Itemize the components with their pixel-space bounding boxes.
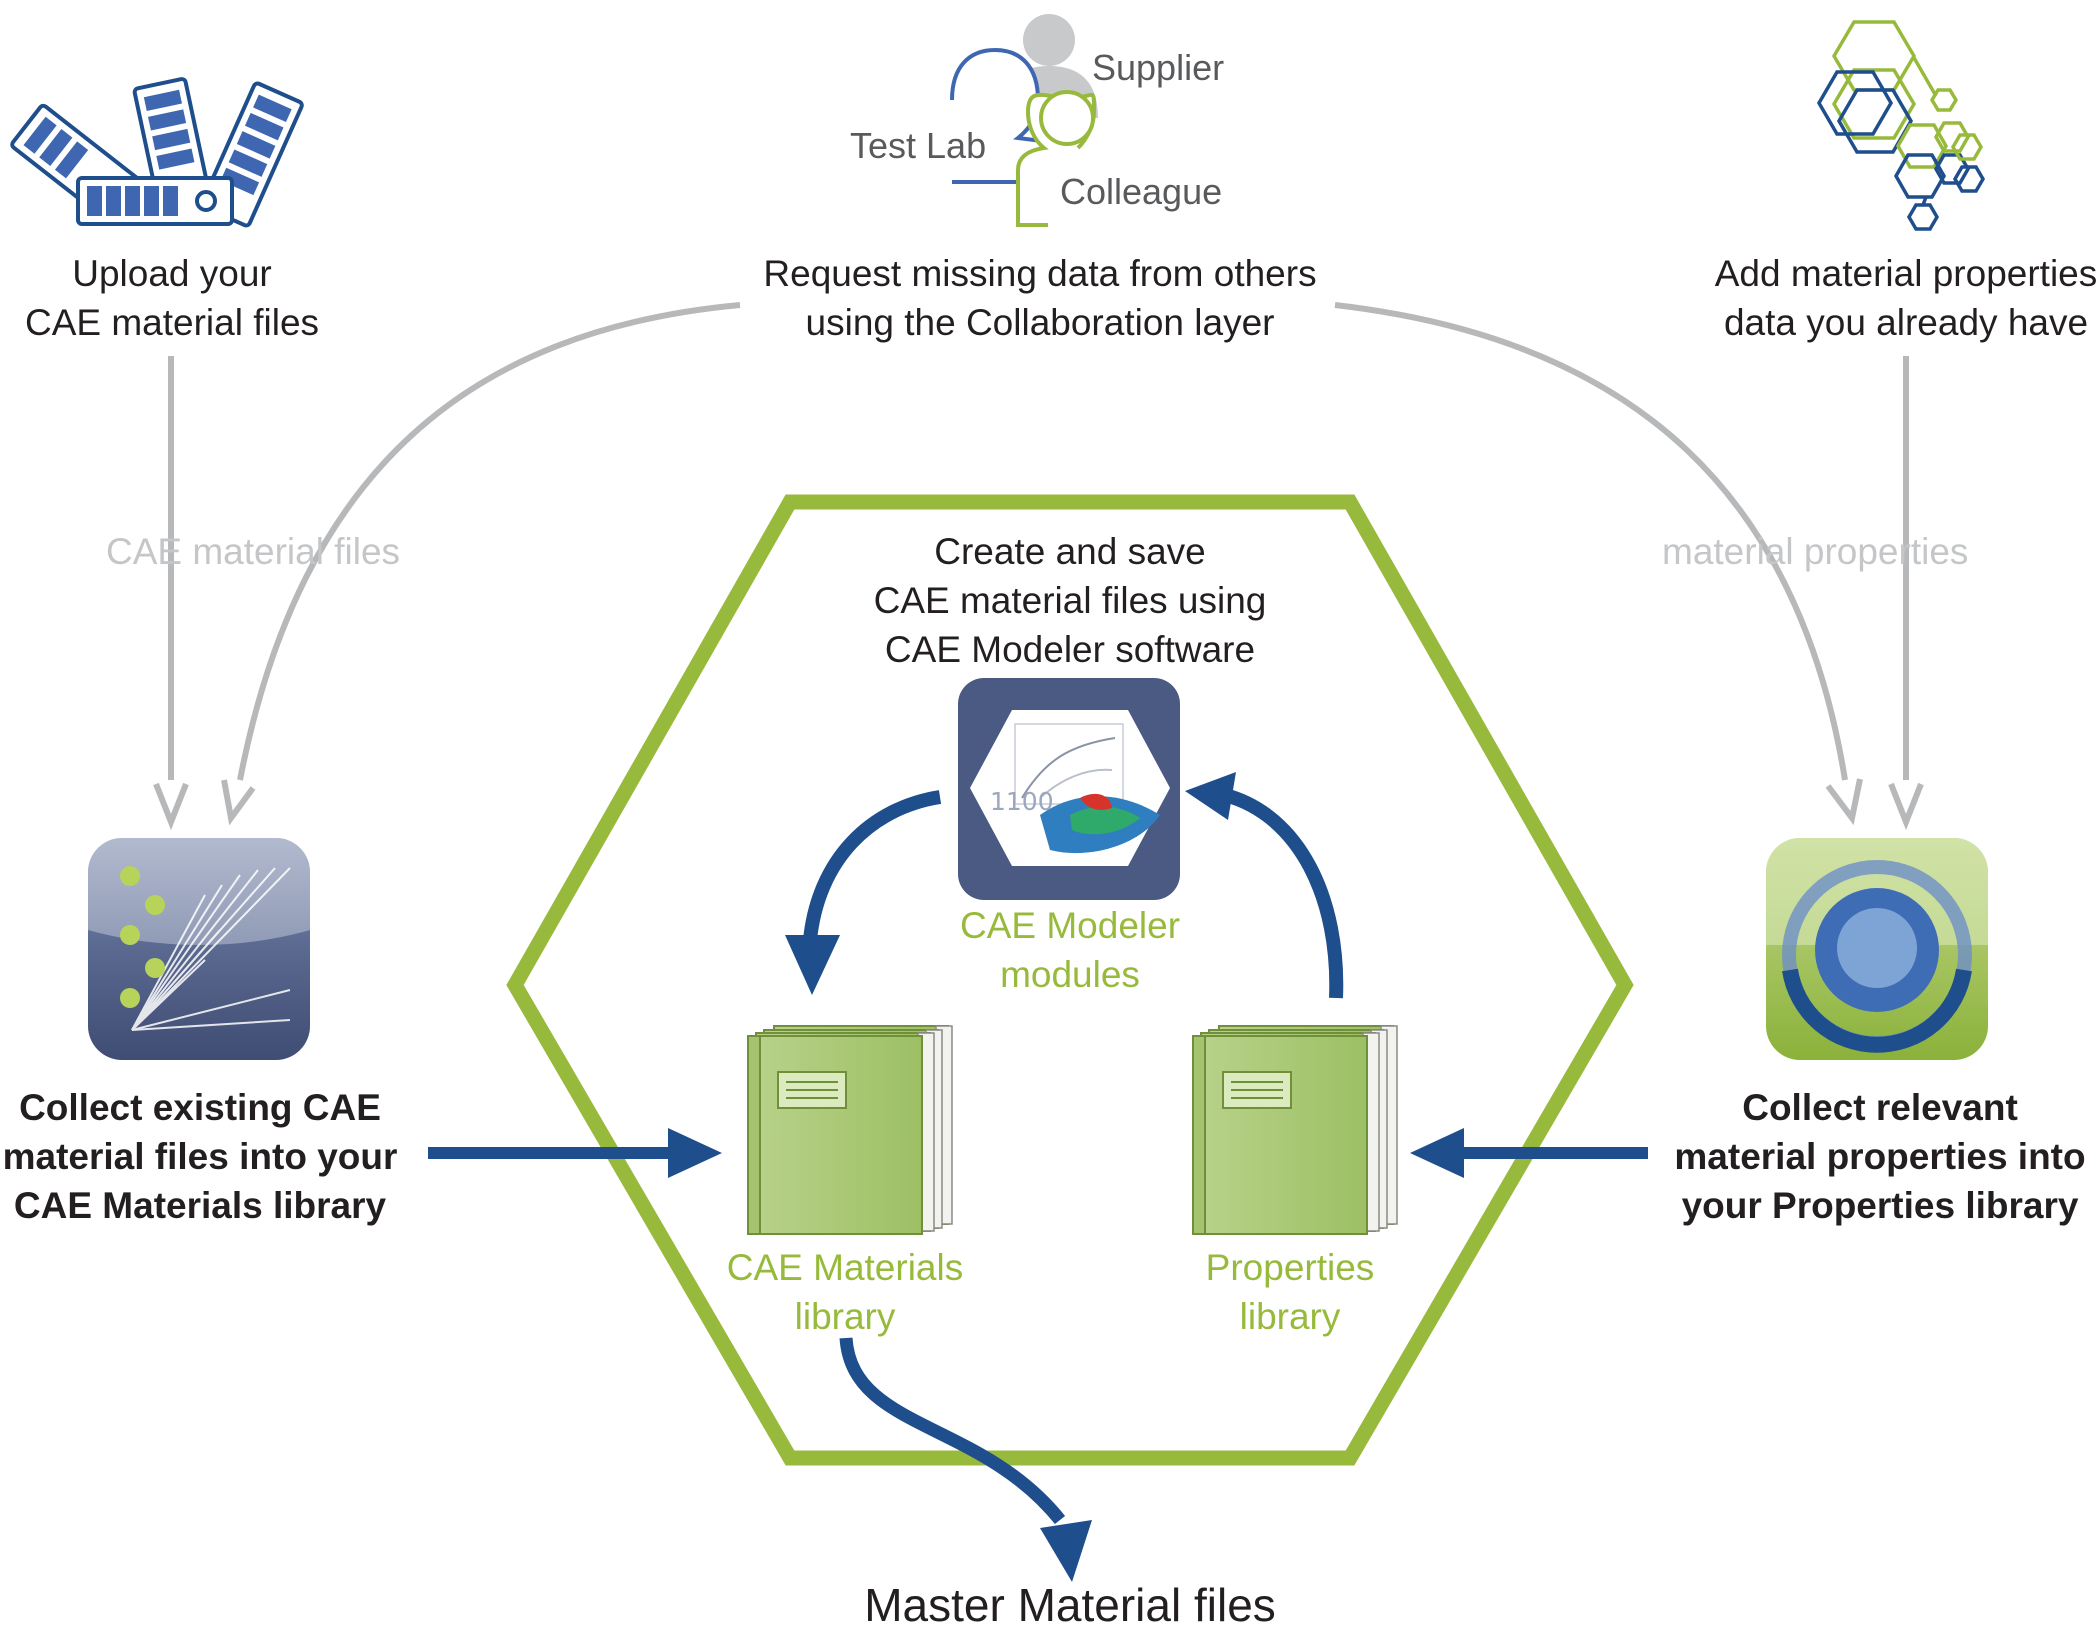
arrow-to-master (839, 1337, 1066, 1525)
arrow-request-left-head (221, 779, 256, 826)
arrow-modeler-to-cae (803, 790, 942, 941)
cae-collect-app-icon (88, 838, 310, 1060)
collect-cae-caption: Collect existing CAE material files into… (2, 1087, 398, 1226)
cae-materials-library-label: CAE Materials library (726, 1247, 964, 1337)
collect-properties-caption: Collect relevant material properties int… (1674, 1087, 2086, 1226)
grey-flow-arrows (153, 302, 1924, 831)
modeler-binary-text: 1100 (990, 787, 1054, 816)
supplier-label: Supplier (1092, 47, 1225, 88)
arrow-collect-right (1410, 1128, 1648, 1178)
people-icon-group (950, 14, 1098, 227)
arrow-props-to-modeler-head (1185, 772, 1236, 820)
properties-collect-app-icon (1766, 838, 1988, 1060)
arrow-upload-head (153, 782, 189, 831)
arrow-request-right-head (1825, 778, 1863, 826)
test-lab-person-icon (950, 47, 1052, 184)
upload-caption: Upload your CAE material files (24, 253, 320, 343)
properties-flow-label: material properties (1662, 531, 1969, 572)
arrow-collect-left (428, 1128, 722, 1178)
arrow-modeler-to-cae-head (785, 935, 840, 995)
cae-modeler-tile: 1100 (958, 678, 1180, 900)
master-material-files-label: Master Material files (864, 1579, 1276, 1631)
arrow-props-to-modeler (1223, 788, 1344, 999)
cae-materials-library-books-icon (747, 1025, 953, 1235)
cae-modeler-label: CAE Modeler modules (959, 905, 1181, 995)
cae-files-flow-label: CAE material files (106, 531, 401, 572)
navy-flow-arrows (428, 772, 1648, 1582)
test-lab-label: Test Lab (850, 125, 987, 166)
properties-library-label: Properties library (1205, 1247, 1375, 1337)
arrow-request-right (1334, 302, 1848, 781)
colleague-label: Colleague (1060, 171, 1223, 212)
central-hexagon (506, 494, 1634, 1466)
molecule-hexagons-icon (1816, 20, 1986, 231)
arrow-request-left (237, 302, 741, 781)
arrow-to-master-head (1040, 1520, 1092, 1582)
create-save-caption: Create and save CAE material files using… (873, 531, 1267, 670)
colleague-person-icon (1016, 90, 1097, 227)
arrow-add-head (1888, 782, 1924, 831)
add-properties-caption: Add material properties data you already… (1714, 253, 2098, 343)
swatch-fan-icon (10, 77, 304, 228)
properties-library-books-icon (1192, 1025, 1398, 1235)
request-caption: Request missing data from others using t… (763, 253, 1317, 343)
